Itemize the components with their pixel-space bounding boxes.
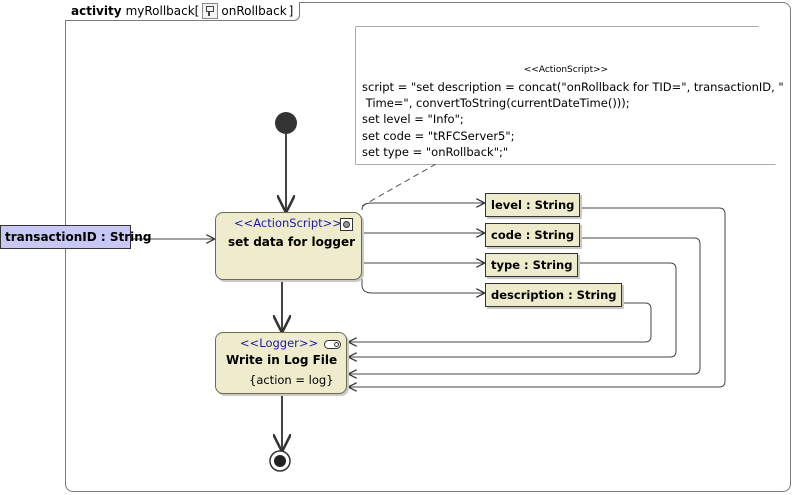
action-name: Write in Log File	[226, 353, 338, 367]
pin-code[interactable]: code : String	[485, 223, 581, 247]
frame-name: myRollback[	[125, 4, 200, 18]
pin-label: type : String	[491, 258, 573, 272]
parameter-label: transactionID : String	[5, 230, 152, 244]
note-anchor	[361, 163, 437, 207]
pin-label: description : String	[491, 288, 617, 302]
pin-type[interactable]: type : String	[485, 253, 579, 277]
action-name: set data for logger	[228, 235, 356, 249]
action-set-data-for-logger[interactable]: <<ActionScript>> set data for logger	[215, 212, 362, 280]
action-tag: {action = log}	[249, 373, 334, 387]
frame-close-bracket: ]	[288, 4, 294, 18]
initial-node	[275, 112, 297, 134]
flow-to-level-pin	[361, 203, 484, 211]
logger-icon	[324, 340, 341, 349]
frame-behavior: onRollback	[221, 4, 287, 18]
parameter-transaction-id[interactable]: transactionID : String	[0, 225, 151, 249]
rake-icon	[340, 218, 353, 231]
flow-description-to-logger	[349, 302, 652, 342]
note-script: script = "set description = concat("onRo…	[362, 80, 784, 159]
behavior-icon	[202, 3, 219, 19]
final-node-inner	[274, 455, 286, 467]
action-stereotype: <<ActionScript>>	[234, 216, 342, 230]
pin-description[interactable]: description : String	[485, 283, 623, 307]
action-stereotype: <<Logger>>	[240, 336, 319, 350]
action-script-note: <<ActionScript>> script = "set descripti…	[356, 27, 784, 164]
flow-type-to-logger	[349, 262, 677, 357]
pin-level[interactable]: level : String	[485, 193, 581, 217]
flow-level-to-logger	[349, 207, 726, 387]
note-stereotype: <<ActionScript>>	[523, 65, 609, 75]
pin-label: code : String	[491, 228, 575, 242]
frame-header: activity myRollback[ onRollback ]	[65, 2, 301, 21]
flow-to-description-pin	[361, 270, 484, 293]
frame-keyword: activity	[71, 4, 122, 18]
flow-code-to-logger	[349, 237, 701, 374]
pin-label: level : String	[491, 198, 575, 212]
